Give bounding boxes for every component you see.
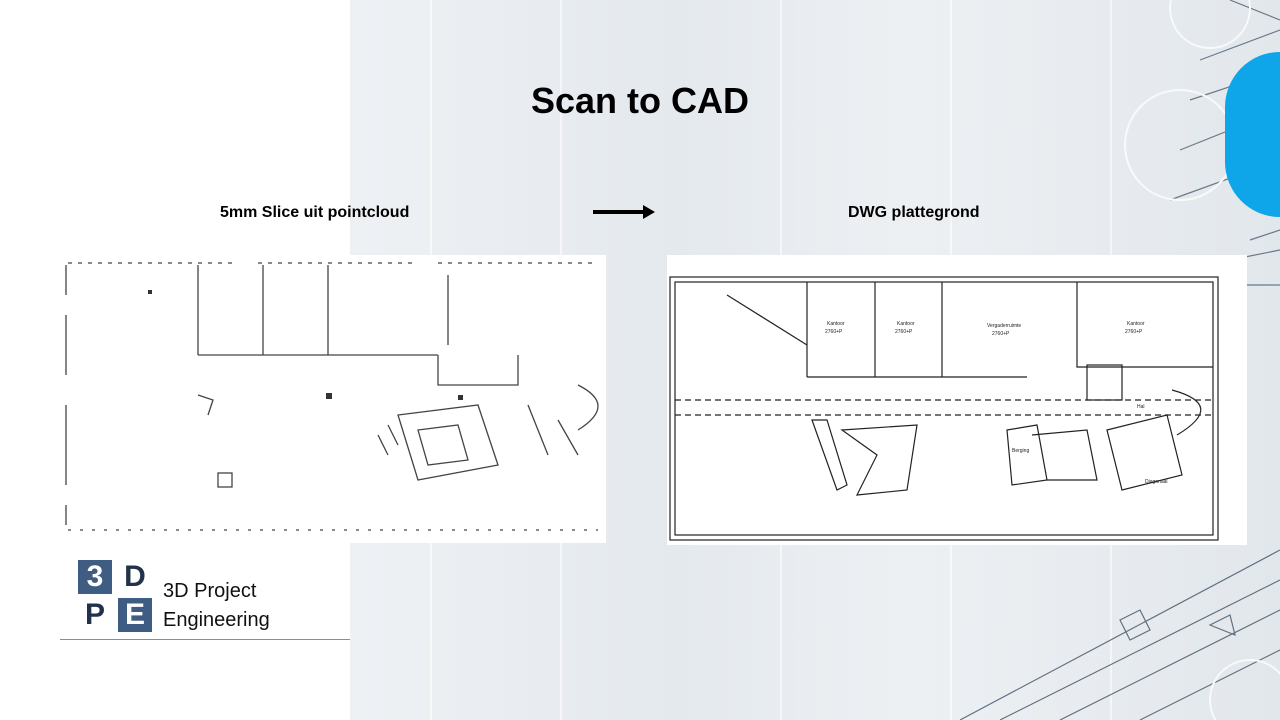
- floorplan-dimension: 2760+P: [992, 331, 1010, 337]
- floorplan-room-label: Diagonaal: [1145, 479, 1168, 485]
- floorplan-room-label: Vergaderruimte: [987, 323, 1021, 329]
- floorplan-drawing: Kantoor Kantoor Vergaderruimte Kantoor H…: [669, 276, 1219, 541]
- blueprint-decor-bottom: [959, 549, 1280, 720]
- logo-text-line2: Engineering: [163, 609, 270, 631]
- logo-divider: [60, 639, 350, 640]
- floorplan-room-label: Kantoor: [827, 321, 845, 327]
- pointcloud-image: [58, 255, 606, 543]
- logo-e-block: E: [118, 598, 152, 632]
- floorplan-room-label: Berging: [1012, 448, 1029, 454]
- accent-dot: [1225, 52, 1280, 217]
- dwg-floorplan-image: Kantoor Kantoor Vergaderruimte Kantoor H…: [667, 255, 1247, 545]
- slide-title: Scan to CAD: [530, 80, 750, 121]
- pointcloud-caption: 5mm Slice uit pointcloud: [220, 204, 410, 221]
- floorplan-dimension: 2760+P: [1125, 329, 1143, 335]
- floorplan-room-label: Hal: [1137, 404, 1145, 410]
- floorplan-dimension: 2760+P: [825, 329, 843, 335]
- pointcloud-drawing: [65, 262, 599, 531]
- logo-3-block: 3: [78, 560, 112, 594]
- arrow-right-icon: [593, 205, 655, 219]
- logo-p-block: P: [78, 598, 112, 632]
- floorplan-dimension: 2760+P: [895, 329, 913, 335]
- floorplan-room-label: Kantoor: [1127, 321, 1145, 327]
- floorplan-room-label: Kantoor: [897, 321, 915, 327]
- dwg-caption: DWG plattegrond: [848, 204, 980, 221]
- logo-text-line1: 3D Project: [163, 580, 257, 602]
- logo-d-block: D: [118, 560, 152, 594]
